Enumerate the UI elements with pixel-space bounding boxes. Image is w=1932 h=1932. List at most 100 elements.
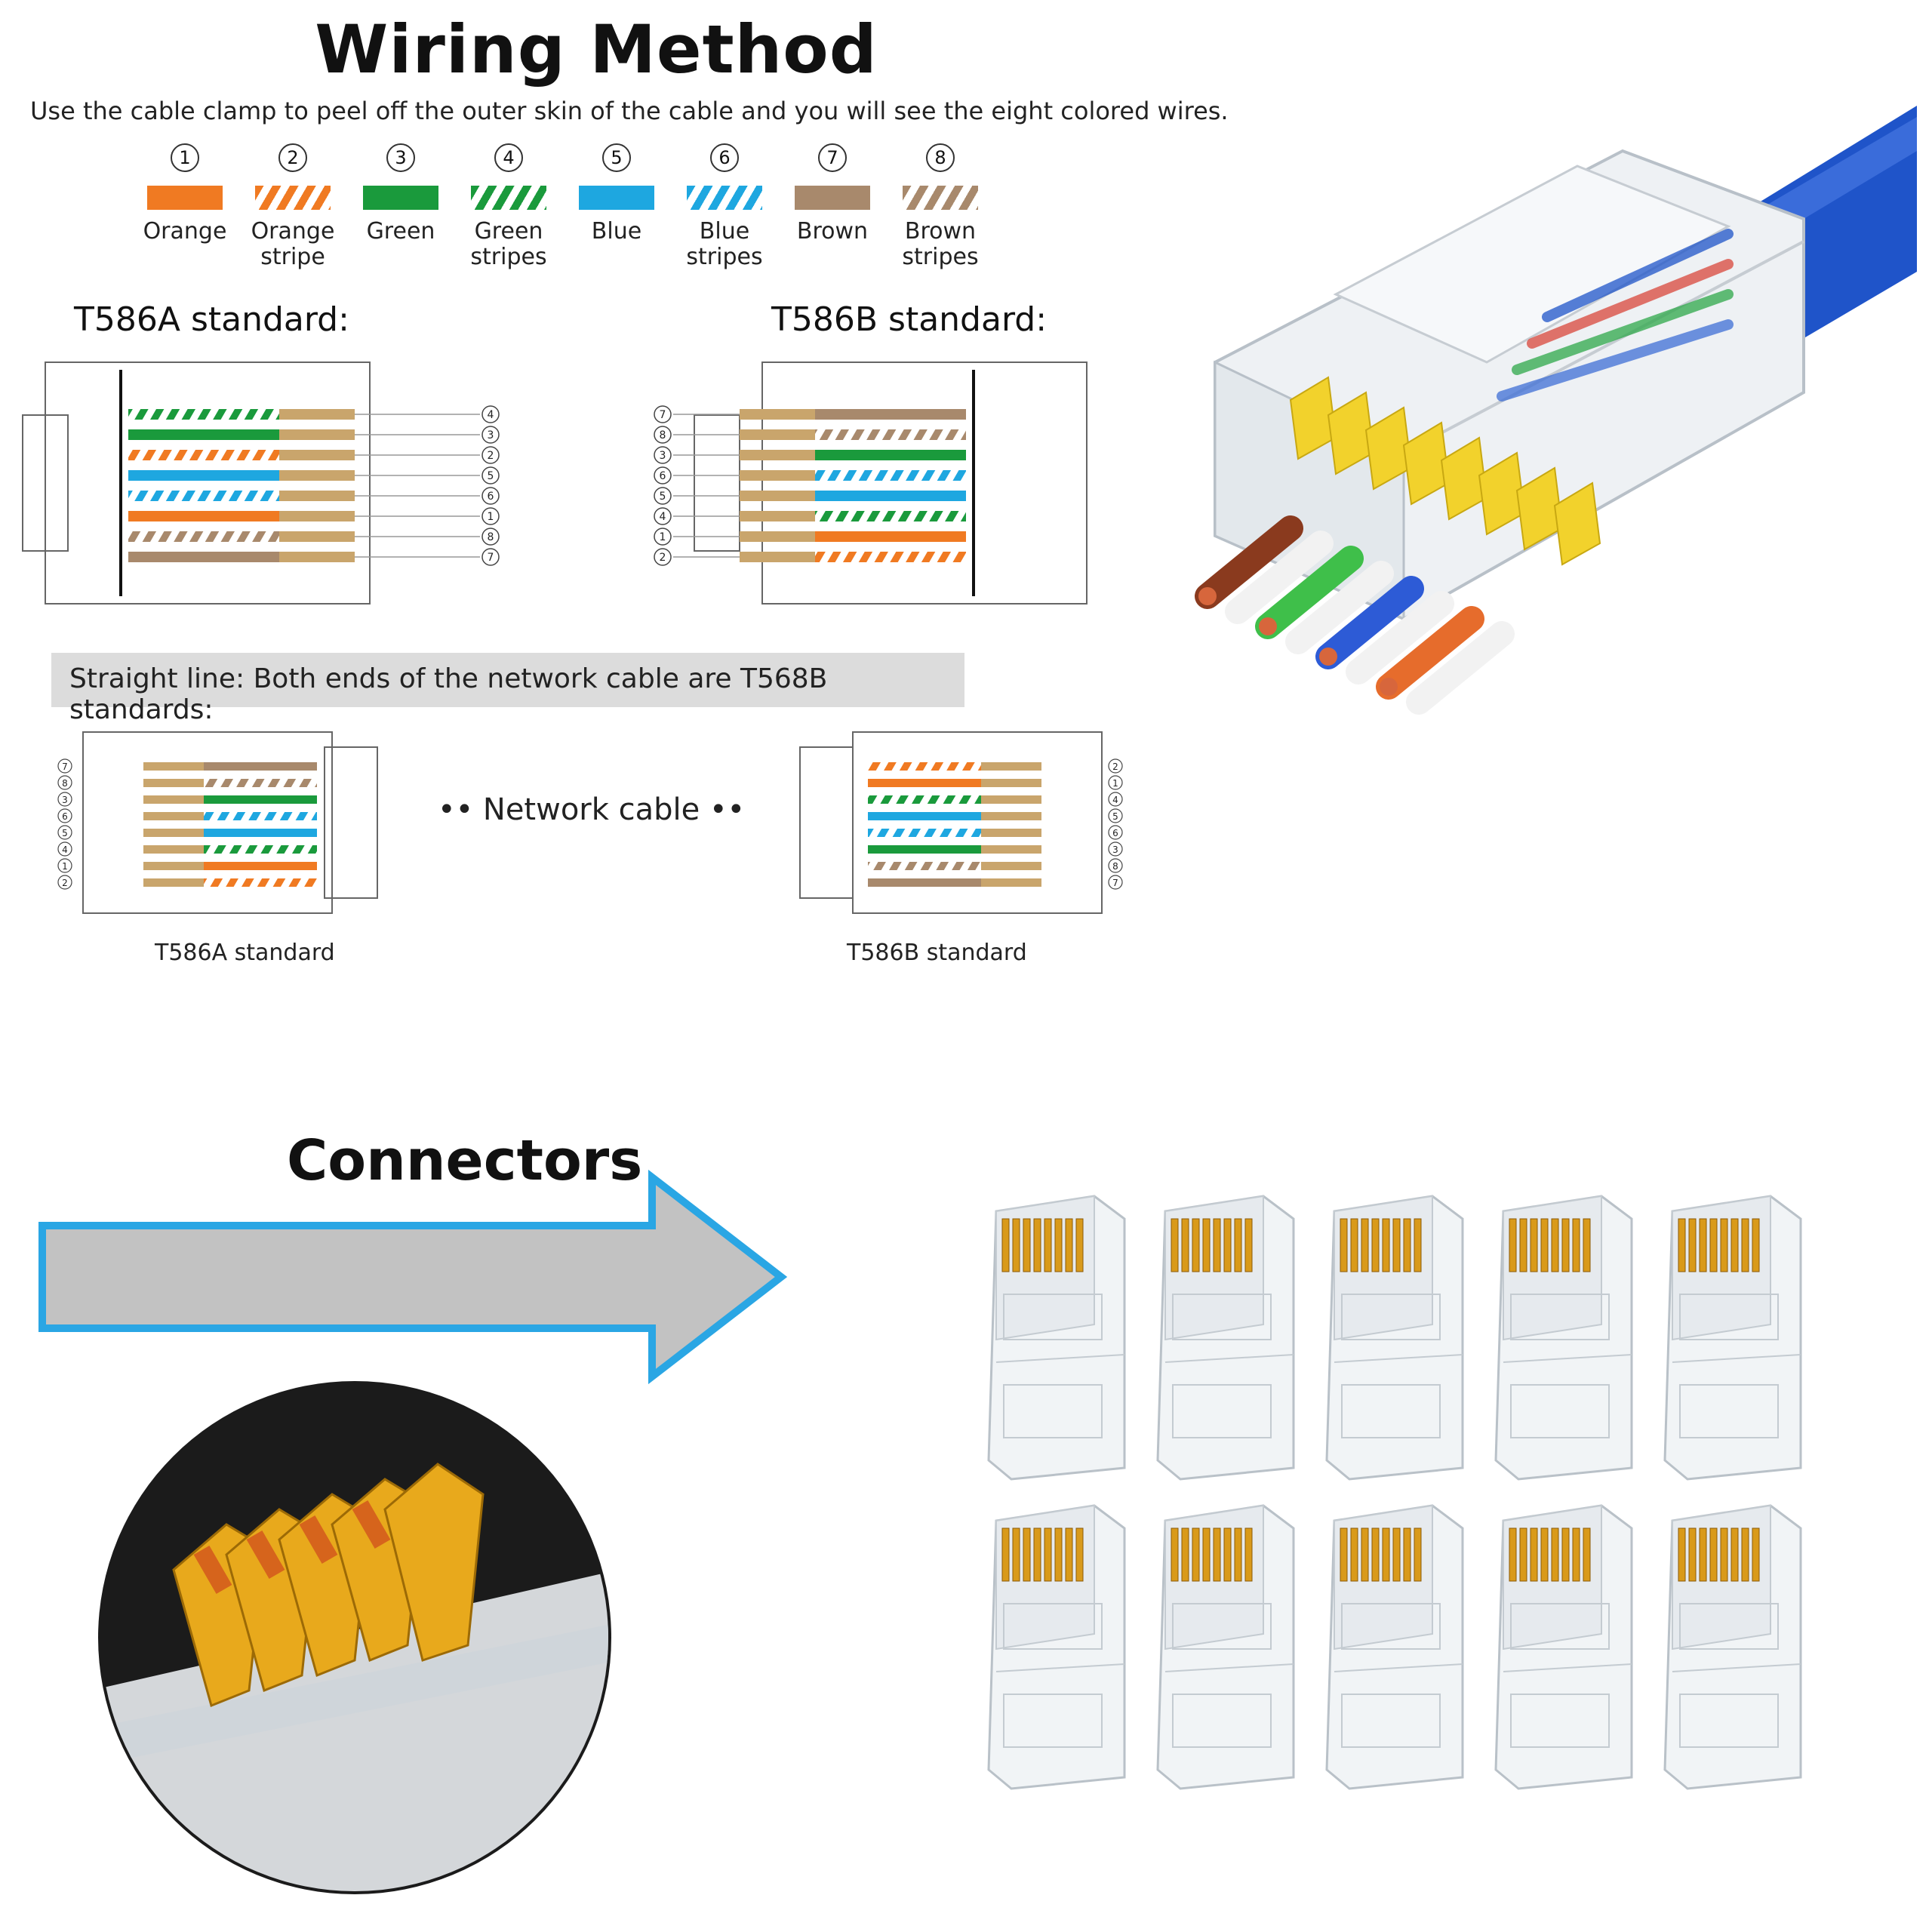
svg-text:4: 4 [1112,795,1118,805]
legend-swatch [147,186,223,210]
banner-text: Straight line: Both ends of the network … [69,663,828,725]
legend-swatch [363,186,438,210]
wire-8 [815,429,966,440]
wire-7 [128,552,279,562]
instruction-text: Use the cable clamp to peel off the oute… [30,97,1229,125]
straight-line-banner: Straight line: Both ends of the network … [51,653,964,725]
svg-text:2: 2 [62,878,68,888]
connector-grid [981,1189,1909,1792]
legend-swatch [471,186,546,210]
legend-swatch [579,186,654,210]
rj45-connector [1325,1195,1464,1481]
svg-text:1: 1 [62,861,68,872]
svg-text:5: 5 [62,828,68,838]
small-t586a-label: T586A standard [155,940,335,966]
svg-text:3: 3 [62,795,68,805]
legend-label: Green [366,218,435,245]
legend-swatch [795,186,870,210]
svg-text:6: 6 [62,811,68,822]
svg-text:7: 7 [1112,878,1118,888]
wire-6 [815,470,966,481]
wire-5 [815,491,966,501]
svg-text:8: 8 [1112,861,1118,872]
legend-label: Orange stripe [251,218,335,270]
legend-number: 7 [818,143,847,172]
svg-text:3: 3 [488,429,494,441]
svg-text:5: 5 [660,491,666,503]
legend-label: Blue stripes [686,218,763,270]
wire-2 [128,450,279,460]
svg-text:8: 8 [660,429,666,441]
connectors-label: Connectors [287,1128,643,1193]
svg-text:6: 6 [1112,828,1118,838]
legend-swatch [687,186,762,210]
rj45-connector [1156,1504,1295,1790]
small-t586b-label: T586B standard [847,940,1027,966]
rj45-connector [1663,1504,1802,1790]
network-cable-label: •• Network cable •• [438,792,746,827]
legend-number: 2 [278,143,307,172]
svg-text:8: 8 [62,778,68,789]
contact-closeup-illustration [98,1381,611,1894]
rj45-connector [1325,1504,1464,1790]
svg-text:6: 6 [660,470,666,482]
legend-label: Green stripes [470,218,547,270]
svg-text:4: 4 [62,844,68,855]
svg-text:3: 3 [1112,844,1118,855]
rj45-connector [1156,1195,1295,1481]
svg-text:6: 6 [488,491,494,503]
rj45-connector [1494,1195,1633,1481]
svg-text:7: 7 [488,552,494,564]
svg-text:3: 3 [660,450,666,462]
wire-1 [128,511,279,521]
wire-3 [815,450,966,460]
t586a-heading: T586A standard: [74,300,349,339]
wire-7 [815,409,966,420]
svg-text:1: 1 [1112,778,1118,789]
wire-5 [128,470,279,481]
legend-label: Blue [591,218,642,245]
legend-swatch [903,186,978,210]
small-t586a-diagram: 7 8 3 6 5 4 1 2 [57,731,378,914]
right-arrow [38,1169,788,1385]
legend-number: 3 [386,143,415,172]
legend-number: 1 [171,143,199,172]
svg-text:1: 1 [488,511,494,523]
svg-text:5: 5 [1112,811,1118,822]
wire-3 [128,429,279,440]
svg-text:7: 7 [660,409,666,421]
wire-4 [815,511,966,521]
rj45-connector [987,1195,1126,1481]
svg-text:2: 2 [488,450,494,462]
svg-text:7: 7 [62,761,68,772]
wire-1 [815,531,966,542]
rj45-connector [1494,1504,1633,1790]
legend-swatch [255,186,331,210]
small-t586b-diagram: 2 1 4 5 6 3 8 7 [799,731,1123,914]
svg-text:4: 4 [660,511,666,523]
legend-number: 4 [494,143,523,172]
svg-text:5: 5 [488,470,494,482]
rj45-connector [987,1504,1126,1790]
legend-number: 8 [926,143,955,172]
legend-number: 6 [710,143,739,172]
page-title: Wiring Method [315,11,878,88]
wire-6 [128,491,279,501]
rj45-plug-illustration [1195,106,1917,715]
svg-text:2: 2 [660,552,666,564]
wire-2 [815,552,966,562]
t586b-heading: T586B standard: [771,300,1048,339]
svg-text:2: 2 [1112,761,1118,772]
wire-8 [128,531,279,542]
